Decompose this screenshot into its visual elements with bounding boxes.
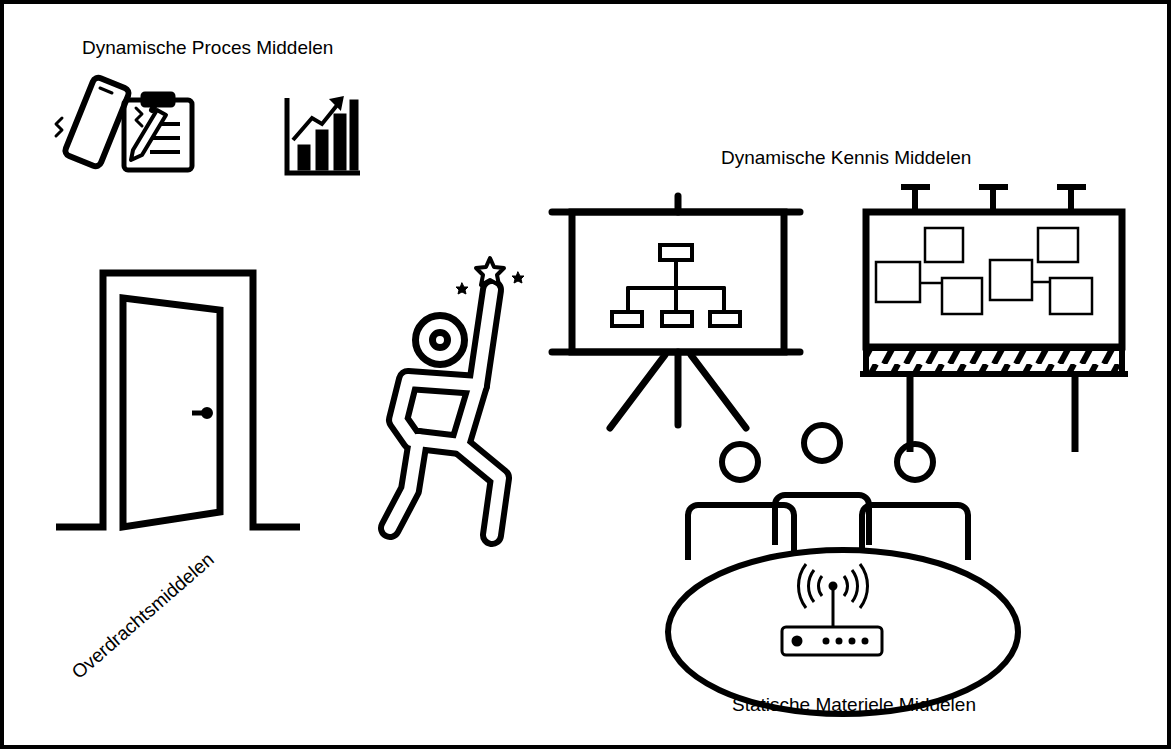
phone-icon [56, 76, 142, 168]
section-title: Dynamische Proces Middelen [82, 37, 333, 60]
chart-icon [287, 98, 360, 173]
meeting-table [668, 425, 1018, 714]
section-title: Statische Materiele Middelen [732, 694, 976, 717]
clipboard-icon [124, 93, 192, 170]
section-title: Dynamische Kennis Middelen [721, 147, 971, 170]
projector-screen [552, 196, 800, 428]
person-icon [390, 258, 524, 535]
door-icon [56, 273, 300, 527]
board-icon [860, 187, 1128, 452]
section-title: Overdrachtsmiddelen [68, 549, 219, 685]
